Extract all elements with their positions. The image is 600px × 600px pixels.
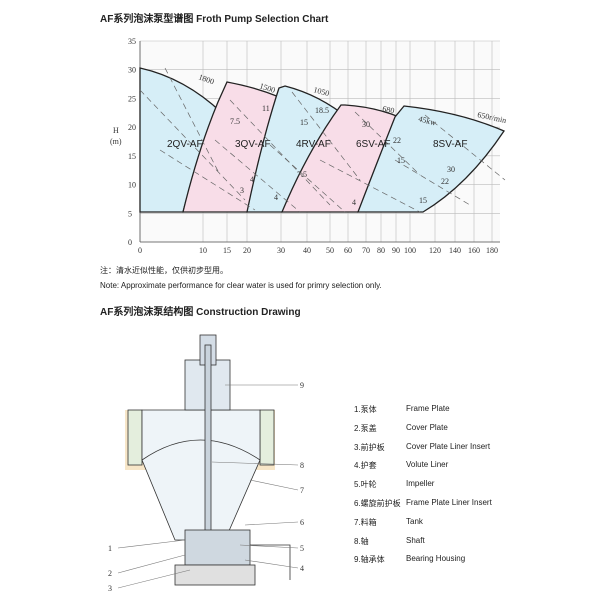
svg-text:4: 4 (300, 564, 304, 573)
region-label: 2QV-AF (167, 139, 203, 150)
speed-label: 680 (382, 104, 396, 115)
x-tick-label: 30 (277, 246, 285, 255)
part-item: 4.护套 Volute Liner (354, 460, 492, 479)
part-en: Cover Plate (406, 422, 448, 432)
region-label: 8SV-AF (433, 139, 467, 150)
power-lines (139, 67, 506, 213)
svg-text:30: 30 (447, 165, 455, 174)
svg-text:7: 7 (300, 486, 304, 495)
part-item: 3.前护板 Cover Plate Liner Insert (354, 442, 492, 461)
part-en: Frame Plate (406, 404, 450, 413)
y-axis-unit: (m) (110, 137, 122, 146)
part-cn: 4.护套 (354, 461, 377, 471)
x-tick-label: 40 (303, 246, 311, 255)
svg-text:7.5: 7.5 (297, 170, 307, 179)
region-label: 4RV-AF (296, 139, 331, 150)
part-cn: 7.料箱 (354, 517, 377, 527)
svg-text:30: 30 (362, 120, 370, 129)
x-tick-label: 80 (377, 246, 385, 255)
part-cn: 8.轴 (354, 536, 369, 546)
x-tick-label: 180 (486, 246, 498, 255)
part-en: Bearing Housing (406, 554, 466, 564)
y-tick-label: 15 (128, 152, 136, 161)
x-tick-label: 15 (223, 246, 231, 255)
x-tick-label: 160 (468, 246, 480, 255)
svg-text:3: 3 (240, 186, 244, 195)
svg-text:7.5: 7.5 (230, 117, 240, 126)
part-cn: 6.螺旋前护板 (354, 498, 401, 508)
x-tick-label: 70 (362, 246, 370, 255)
part-cn: 2.泵盖 (354, 423, 377, 433)
x-tick-label: 140 (449, 246, 461, 255)
svg-text:8: 8 (300, 461, 304, 470)
y-axis-label: H (113, 126, 119, 135)
chart-regions (139, 67, 505, 213)
x-tick-label: 60 (344, 246, 352, 255)
region-8sv-af (357, 105, 505, 213)
svg-text:9: 9 (300, 381, 304, 390)
part-en: Impeller (406, 479, 435, 489)
drawing-title: AF系列泡沫泵结构图 Construction Drawing (100, 307, 301, 318)
x-tick-label: 120 (429, 246, 441, 255)
part-item: 8.轴 Shaft (354, 536, 492, 555)
part-cn: 1.泵体 (354, 405, 377, 414)
svg-text:15: 15 (300, 118, 308, 127)
y-tick-label: 30 (128, 66, 136, 75)
svg-text:4: 4 (274, 193, 278, 202)
part-en: Cover Plate Liner Insert (406, 441, 491, 451)
svg-text:6: 6 (300, 518, 304, 527)
part-item: 9.轴承体 Bearing Housing (354, 554, 492, 573)
part-cn: 9.轴承体 (354, 555, 385, 565)
speed-label: 1050 (312, 85, 330, 98)
note-cn: 注：清水近似性能，仅供初步型用。 (100, 266, 228, 275)
region-label: 6SV-AF (356, 139, 390, 150)
part-en: Volute Liner (406, 460, 449, 470)
svg-text:15: 15 (419, 196, 427, 205)
x-tick-label: 90 (392, 246, 400, 255)
y-tick-label: 10 (128, 181, 136, 190)
svg-text:5: 5 (300, 544, 304, 553)
part-item: 7.料箱 Tank (354, 517, 492, 536)
part-cn: 3.前护板 (354, 442, 385, 452)
svg-text:22: 22 (441, 177, 449, 186)
svg-text:4: 4 (250, 175, 254, 184)
part-en: Tank (406, 516, 423, 526)
y-tick-label: 25 (128, 94, 136, 103)
part-en: Shaft (406, 535, 425, 545)
svg-text:18.5: 18.5 (315, 106, 329, 115)
pump-drawing (117, 334, 299, 589)
parts-list: 1.泵体 Frame Plate 2.泵盖 Cover Plate 3.前护板 Cover… (354, 404, 492, 573)
svg-text:22: 22 (393, 136, 401, 145)
part-item: 1.泵体 Frame Plate (354, 404, 492, 423)
x-tick-label: 50 (326, 246, 334, 255)
y-tick-label: 5 (128, 209, 132, 218)
part-item: 6.螺旋前护板 Frame Plate Liner Insert (354, 498, 492, 517)
part-item: 2.泵盖 Cover Plate (354, 423, 492, 442)
y-tick-label: 0 (128, 238, 132, 247)
callouts: 1 2 3 4 5 6 7 8 9 (108, 381, 304, 593)
svg-text:11: 11 (262, 104, 270, 113)
svg-text:1: 1 (108, 544, 112, 553)
x-tick-label: 0 (138, 246, 142, 255)
part-cn: 5.叶轮 (354, 480, 377, 490)
svg-text:2: 2 (108, 569, 112, 578)
y-tick-label: 35 (128, 37, 136, 46)
part-item: 5.叶轮 Impeller (354, 479, 492, 498)
power-label: 45kw (417, 114, 437, 127)
x-tick-label: 20 (243, 246, 251, 255)
x-tick-label: 100 (404, 246, 416, 255)
x-tick-label: 10 (199, 246, 207, 255)
svg-text:15: 15 (397, 156, 405, 165)
y-tick-label: 20 (128, 123, 136, 132)
chart-title: AF系列泡沫泵型谱图 Froth Pump Selection Chart (100, 14, 329, 25)
part-en: Frame Plate Liner Insert (406, 497, 492, 507)
svg-text:4: 4 (352, 198, 356, 207)
note-en: Note: Approximate performance for clear … (100, 281, 382, 290)
svg-text:3: 3 (108, 584, 112, 593)
region-label: 3QV-AF (235, 139, 271, 150)
